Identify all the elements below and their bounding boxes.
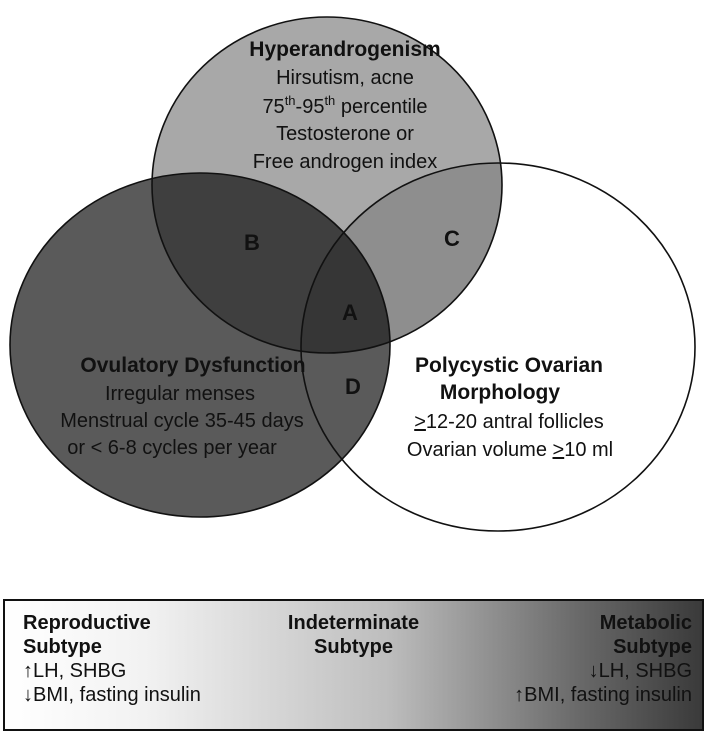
hyperandrogenism-line1: Hirsutism, acne — [276, 67, 414, 89]
region-c-label: C — [444, 226, 460, 251]
polycystic-circle-outline — [300, 162, 696, 532]
indeterminate-title-line1: Indeterminate — [287, 612, 420, 634]
metabolic-subtype: Metabolic Subtype ↓LH, SHBG ↑BMI, fastin… — [514, 611, 692, 707]
hyperandrogenism-line3: Testosterone or — [276, 123, 414, 145]
percentile-95: -95 — [296, 96, 325, 118]
antral-follicles-text: 12-20 antral follicles — [426, 411, 604, 433]
ovulatory-dysfunction-title: Ovulatory Dysfunction — [80, 354, 305, 377]
indeterminate-title-line2: Subtype — [314, 636, 393, 658]
metabolic-title-line1: Metabolic — [599, 612, 692, 634]
reproductive-line1: ↑LH, SHBG — [23, 660, 127, 682]
region-a-label: A — [342, 300, 358, 325]
ovarian-volume-value: 10 ml — [564, 439, 613, 461]
metabolic-line1: ↓LH, SHBG — [588, 660, 692, 682]
ovulatory-circle-outline — [9, 172, 391, 518]
ovarian-volume-text: Ovarian volume — [407, 439, 553, 461]
geq-symbol-1: > — [414, 411, 426, 433]
reproductive-title-line1: Reproductive — [23, 612, 151, 634]
metabolic-line2: ↑BMI, fasting insulin — [514, 684, 692, 706]
hyperandrogenism-title: Hyperandrogenism — [249, 38, 440, 61]
hyperandrogenism-line4: Free androgen index — [253, 151, 438, 173]
ovulatory-line1: Irregular menses — [105, 383, 255, 405]
venn-diagram: Hyperandrogenism Hirsutism, acne 75th-95… — [9, 16, 696, 532]
reproductive-subtype: Reproductive Subtype ↑LH, SHBG ↓BMI, fas… — [23, 611, 201, 707]
ovulatory-line2: Menstrual cycle 35-45 days — [60, 410, 303, 432]
indeterminate-subtype: Indeterminate Subtype — [5, 611, 702, 659]
reproductive-line2: ↓BMI, fasting insulin — [23, 684, 201, 706]
ovulatory-line3: or < 6-8 cycles per year — [67, 437, 277, 459]
geq-symbol-2: > — [553, 439, 565, 461]
hyperandrogenism-percentile: 75th-95th percentile — [262, 93, 427, 118]
polycystic-line2: Ovarian volume >10 ml — [407, 439, 613, 461]
superscript-th-1: th — [285, 93, 296, 108]
metabolic-title-line2: Subtype — [613, 636, 692, 658]
hyperandrogenism-circle-outline — [151, 16, 503, 354]
percentile-word: percentile — [335, 96, 427, 118]
region-d-label: D — [345, 374, 361, 399]
reproductive-title-line2: Subtype — [23, 636, 102, 658]
subtype-spectrum-box: Reproductive Subtype ↑LH, SHBG ↓BMI, fas… — [3, 599, 704, 731]
polycystic-title-line1: Polycystic Ovarian — [415, 354, 603, 377]
superscript-th-2: th — [324, 93, 335, 108]
polycystic-line1: >12-20 antral follicles — [414, 411, 604, 433]
region-b-label: B — [244, 230, 260, 255]
polycystic-title-line2: Morphology — [440, 381, 560, 404]
percentile-75: 75 — [262, 96, 284, 118]
